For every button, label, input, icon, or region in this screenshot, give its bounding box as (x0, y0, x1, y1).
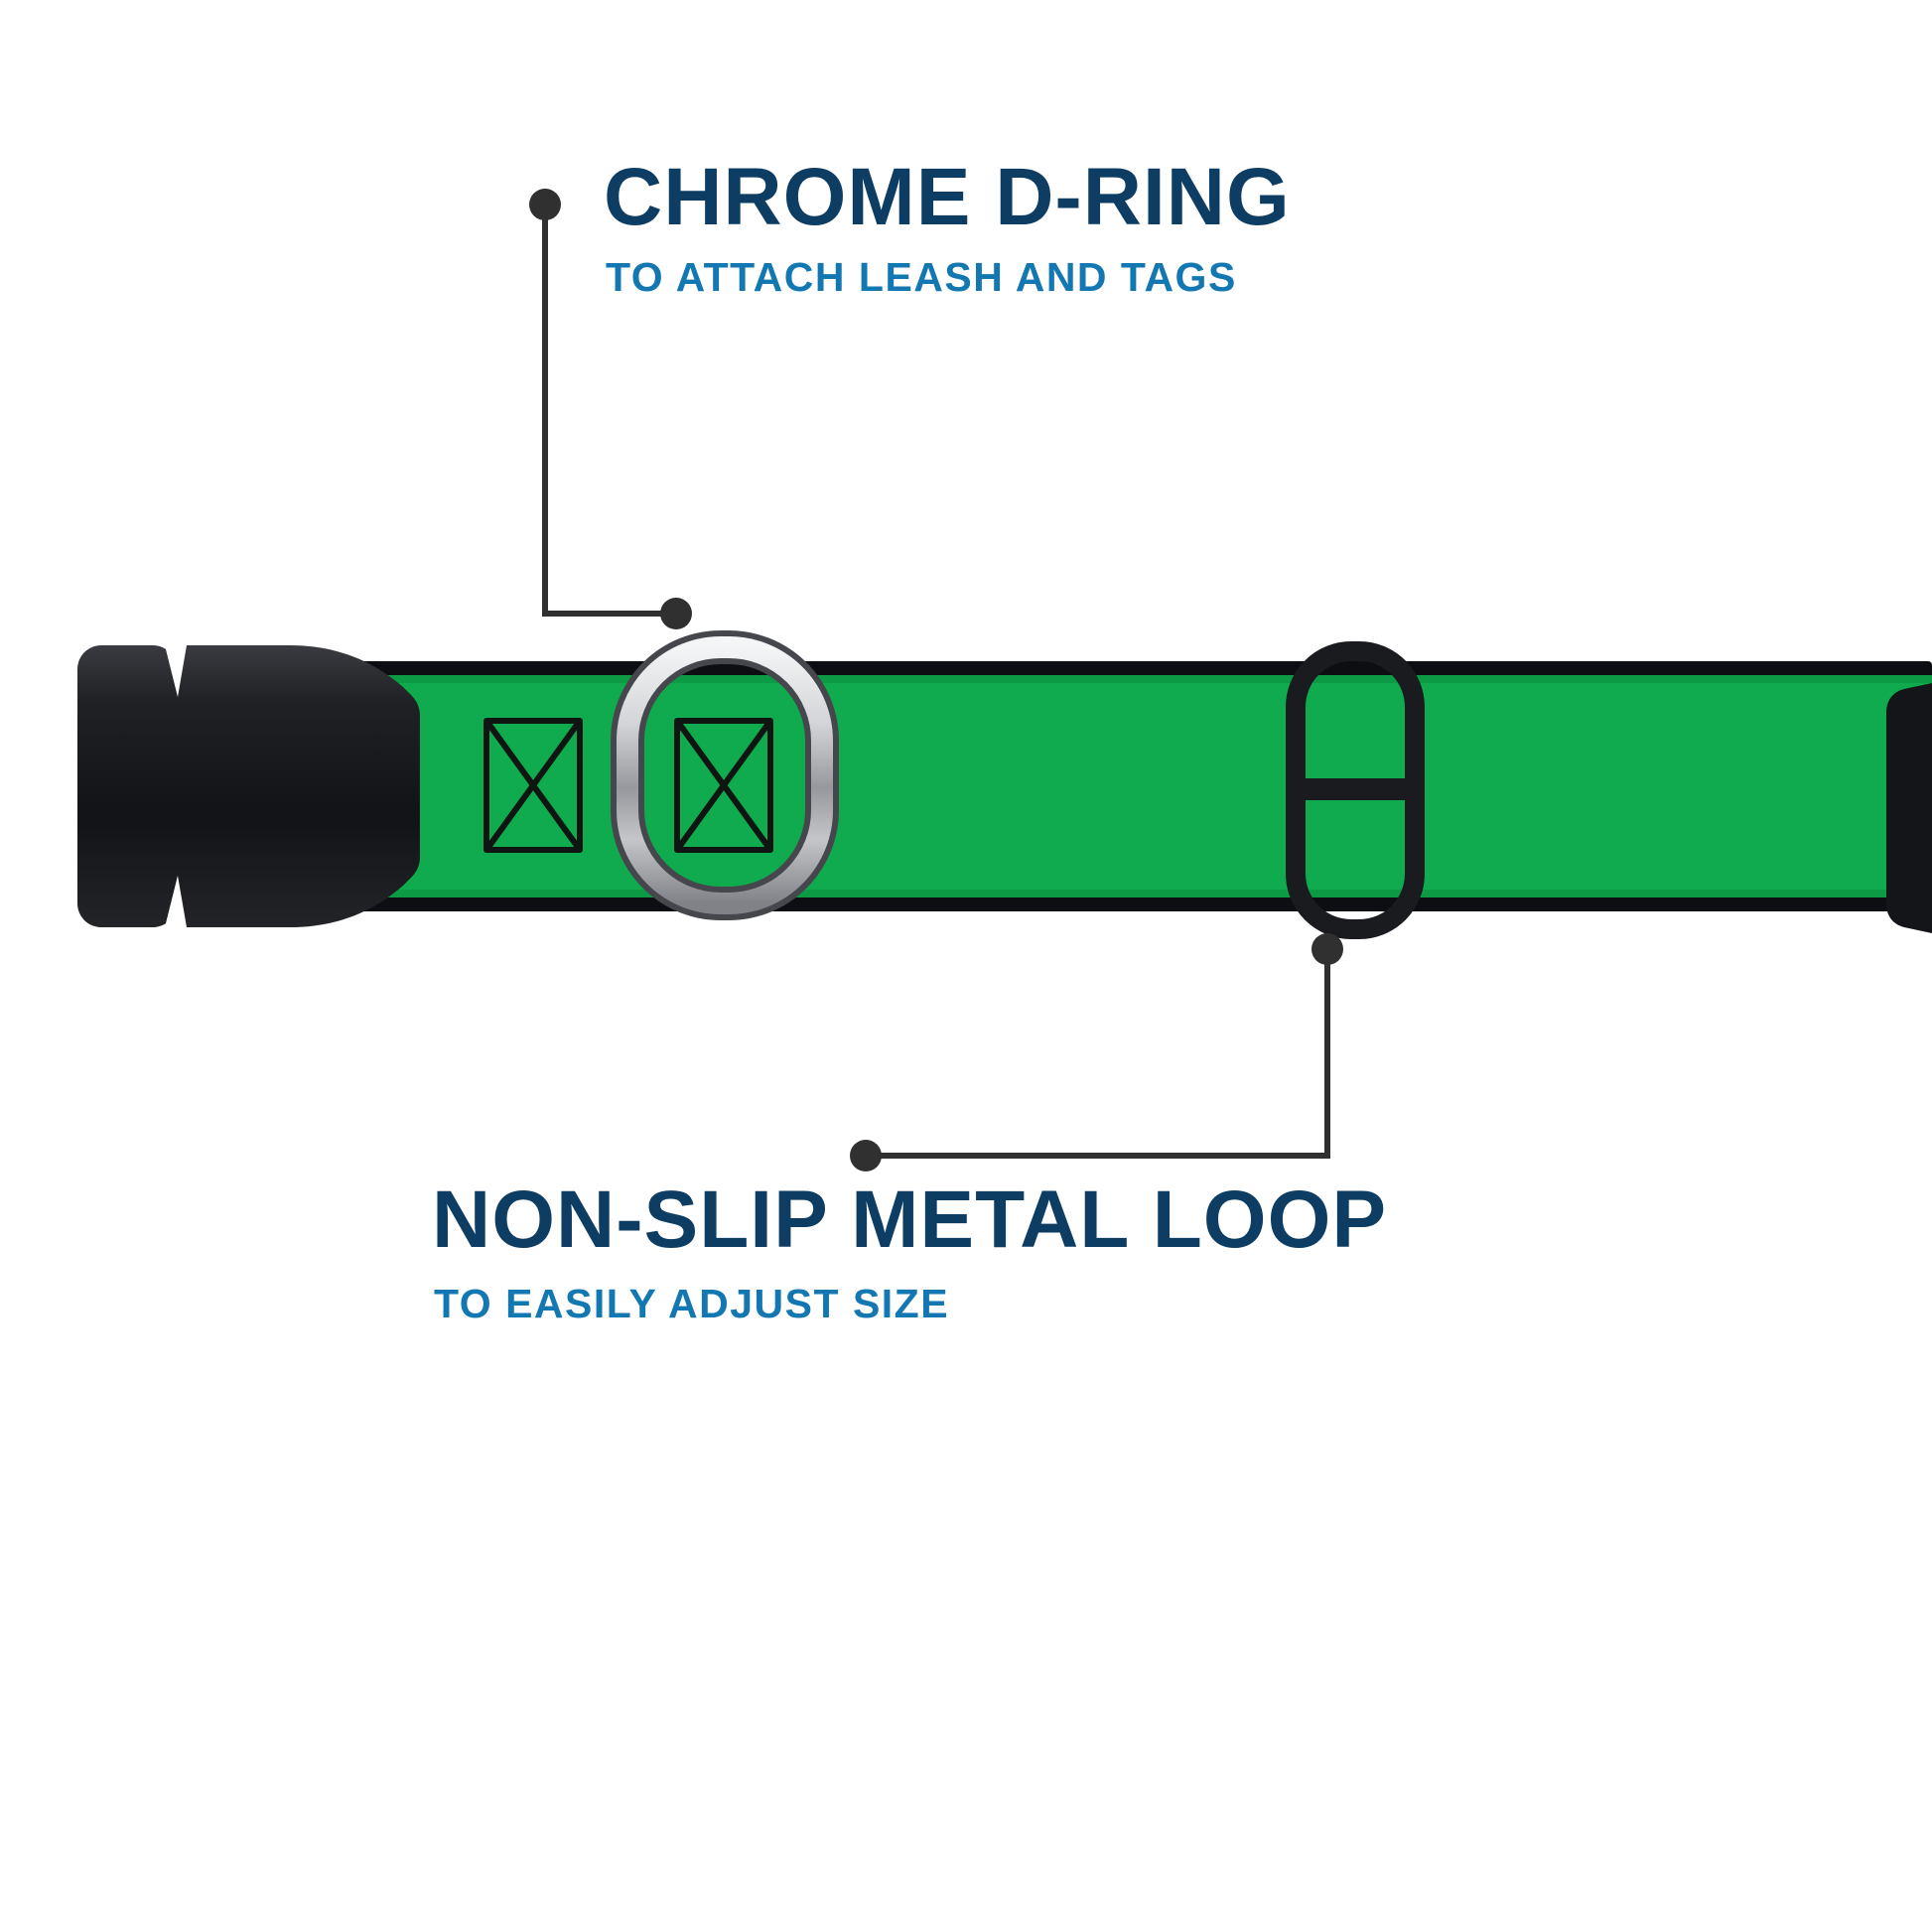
buckle-body (169, 645, 420, 927)
d-ring-caption: CHROME D-RING TO ATTACH LEASH AND TAGS (604, 157, 1291, 301)
callout-line-loop (850, 933, 1343, 1172)
metal-loop-subtitle: TO EASILY ADJUST SIZE (434, 1281, 950, 1326)
chrome-d-ring-icon (611, 630, 839, 920)
side-release-buckle-icon (77, 645, 420, 927)
strap-inner-shade-bottom (334, 890, 1932, 897)
metal-loop-title: NON-SLIP METAL LOOP (432, 1174, 1388, 1265)
d-ring-title: CHROME D-RING (604, 152, 1291, 242)
buckle-end-bar (77, 645, 177, 927)
collar-end-piece (1886, 683, 1932, 933)
box-stitch-left (483, 718, 583, 853)
strap-webbing (334, 675, 1932, 897)
d-ring-subtitle: TO ATTACH LEASH AND TAGS (606, 254, 1237, 300)
callout-line-dring (529, 189, 692, 629)
strap-inner-shade-top (334, 675, 1932, 683)
box-stitch-right (674, 718, 773, 853)
metal-loop-caption: NON-SLIP METAL LOOP TO EASILY ADJUST SIZ… (432, 1179, 1387, 1327)
metal-loop-slider-icon (1286, 641, 1425, 939)
buckle-slot-notch-top (165, 645, 187, 697)
buckle-slot-notch-bottom (165, 876, 187, 927)
collar-strap (334, 661, 1932, 911)
